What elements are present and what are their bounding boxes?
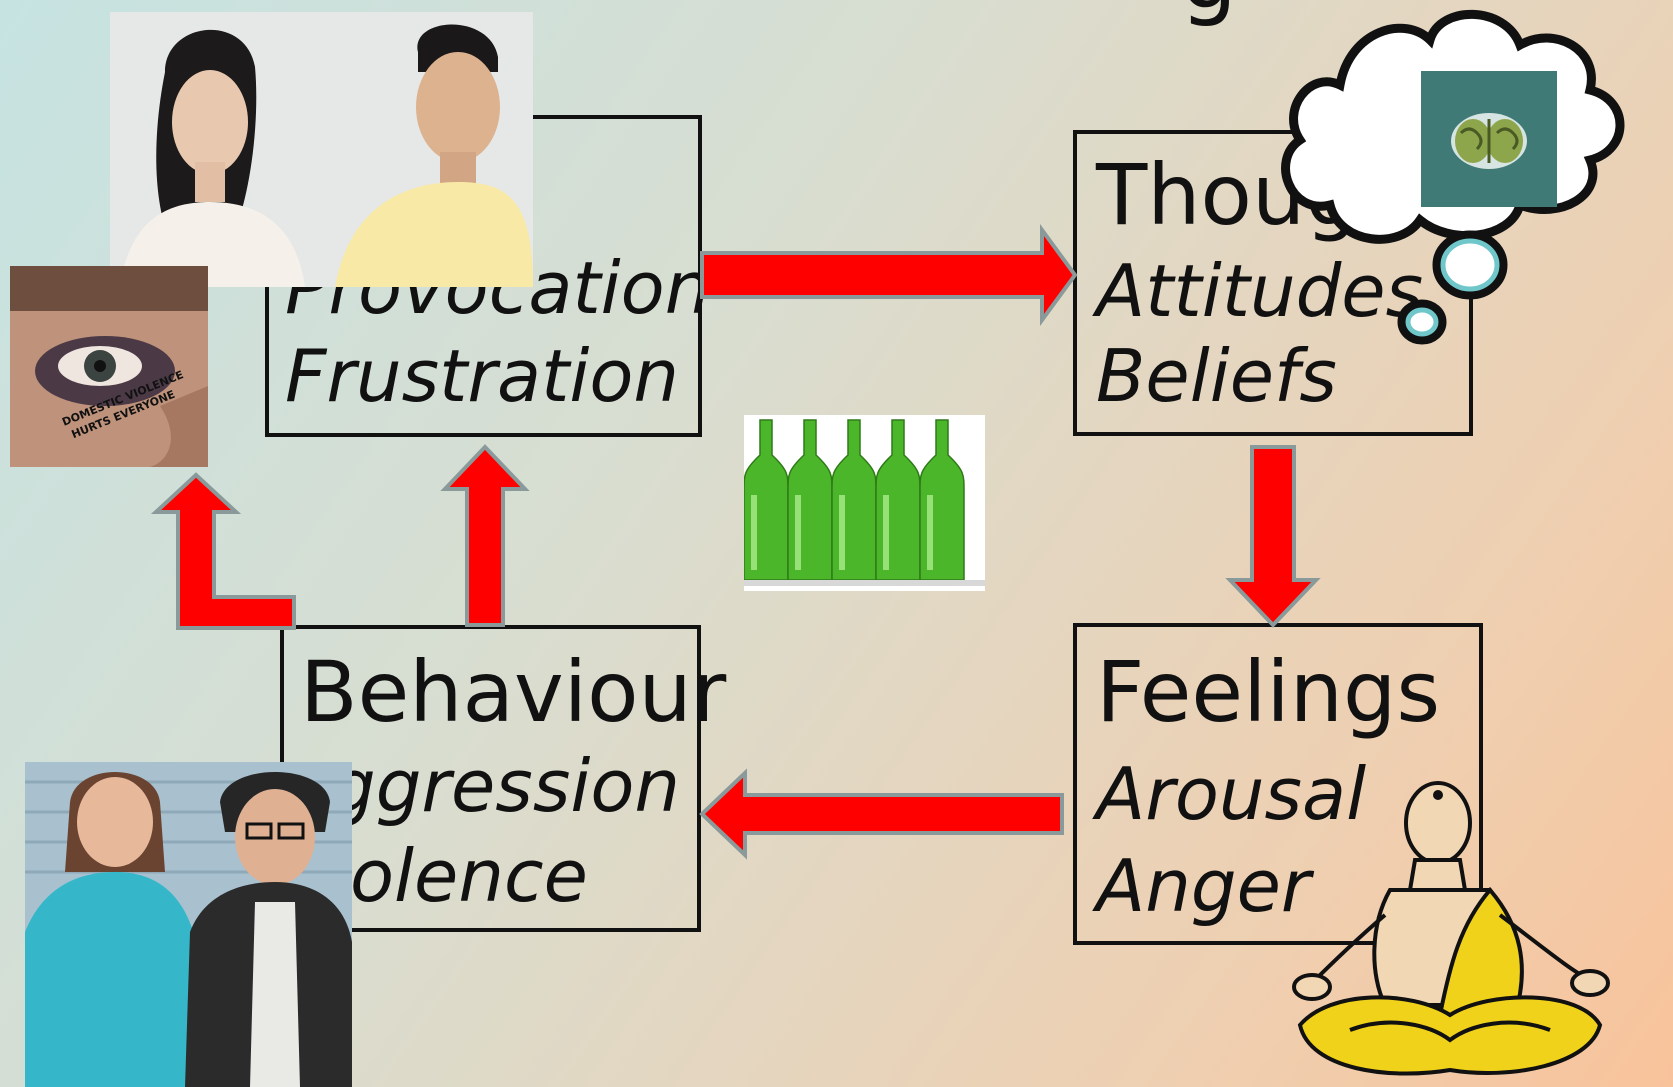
thoughts-line-beliefs: Beliefs (1096, 334, 1337, 418)
meditating-monk-icon (1292, 781, 1610, 1076)
behaviour-line-aggression: ggression (330, 744, 681, 828)
domestic-violence-photo: DOMESTIC VIOLENCE HURTS EVERYONE (10, 266, 208, 467)
behaviour-line-violence: iolence (330, 834, 588, 918)
feelings-line-anger: Anger (1096, 844, 1311, 928)
slide-title-fragment: g (1180, 0, 1237, 22)
thoughts-line-attitudes: Attitudes (1096, 249, 1424, 333)
bottles-image (744, 415, 985, 591)
bottle (831, 419, 877, 581)
bottle (919, 419, 965, 581)
bottles-icon (744, 419, 985, 586)
feelings-line-arousal: Arousal (1096, 752, 1367, 836)
feelings-title: Feelings (1096, 643, 1441, 741)
couple-photo (110, 12, 533, 287)
feelings-box (1073, 623, 1483, 945)
trigger-line-frustration: Frustration (285, 334, 680, 418)
behaviour-title: Behaviour (300, 643, 727, 741)
brain-tile (1421, 71, 1557, 207)
bottle-shelf (744, 580, 985, 586)
bottle (744, 419, 789, 581)
laughing-couple-photo (25, 762, 352, 1087)
brain-icon (1451, 113, 1527, 169)
bottle (787, 419, 833, 581)
bottle (875, 419, 921, 581)
